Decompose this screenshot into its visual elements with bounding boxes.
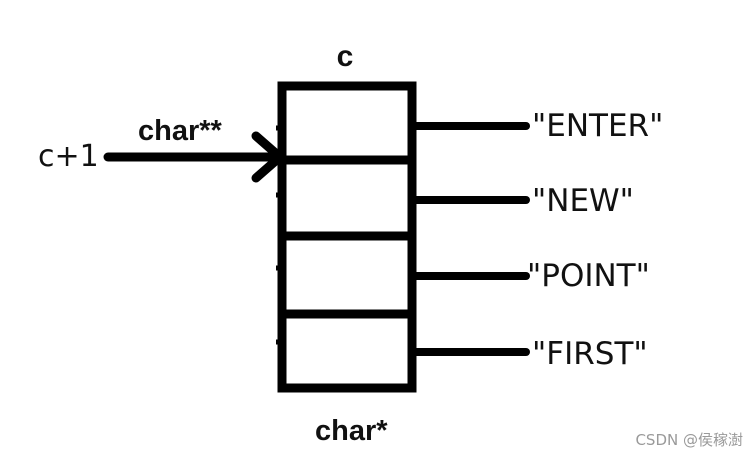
array-cell-0 [287,91,407,155]
string-literal-first: "FIRST" [532,336,648,372]
pointer-type-label: char** [138,115,223,147]
array-name-label: c [337,40,354,73]
array-cell-3 [287,319,407,383]
watermark-text: CSDN @侯稼澍 [635,431,743,449]
string-literal-enter: "ENTER" [532,108,663,144]
arrow-head-icon [251,131,285,183]
array-cell-2 [287,241,407,309]
string-literal-new: "NEW" [532,183,634,219]
element-type-label: char* [315,415,388,447]
pointer-expression-label: c+1 [38,139,99,174]
string-literal-point: "POINT" [527,258,650,294]
array-cell-1 [287,165,407,231]
